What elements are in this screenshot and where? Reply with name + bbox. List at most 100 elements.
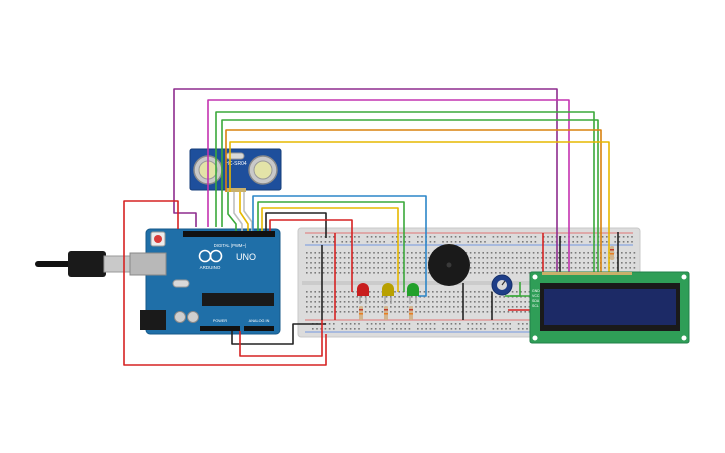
- breadboard-hole: [517, 323, 520, 325]
- breadboard-hole: [562, 257, 564, 259]
- breadboard-hole: [318, 267, 321, 269]
- lcd-screen[interactable]: [544, 289, 676, 325]
- wire-red-5v-arduino[interactable]: [146, 200, 179, 229]
- lcd-mount-hole-tl: [532, 274, 538, 280]
- breadboard-hole: [406, 306, 409, 308]
- breadboard-hole: [419, 306, 421, 308]
- yellow-led[interactable]: [382, 283, 394, 304]
- breadboard-hole: [459, 323, 461, 325]
- breadboard-hole: [509, 328, 511, 330]
- red-led-body[interactable]: [357, 283, 369, 296]
- breadboard-hole: [601, 241, 604, 243]
- breadboard-hole: [343, 272, 346, 274]
- wire-sensor-trig[interactable]: [233, 192, 243, 231]
- resistor-red-led[interactable]: [359, 306, 363, 320]
- breadboard-hole: [478, 291, 480, 293]
- breadboard-hole: [394, 311, 396, 313]
- wire-black-gnd-top[interactable]: [265, 212, 327, 238]
- breadboard-hole: [433, 241, 436, 243]
- wire-sensor-vcc[interactable]: [227, 192, 237, 231]
- breadboard-hole: [507, 262, 510, 264]
- lcd-pin-header: [542, 272, 632, 275]
- breadboard-hole: [348, 262, 350, 264]
- wire-magenta[interactable]: [207, 99, 570, 272]
- breadboard-hole: [324, 241, 327, 243]
- breadboard-hole: [524, 291, 526, 293]
- breadboard-hole: [375, 241, 377, 243]
- resistor-yellow-led[interactable]: [384, 306, 388, 320]
- wire-red-5v[interactable]: [123, 200, 327, 366]
- breadboard-hole: [390, 257, 392, 259]
- breadboard-hole: [327, 252, 329, 254]
- wire-green-short[interactable]: [221, 119, 599, 272]
- breadboard-hole: [343, 257, 346, 259]
- breadboard-hole: [454, 241, 457, 243]
- green-led-body[interactable]: [407, 283, 419, 296]
- breadboard-hole: [427, 272, 430, 274]
- breadboard-hole: [345, 328, 348, 330]
- breadboard-hole: [495, 301, 497, 303]
- breadboard-hole: [316, 236, 318, 238]
- breadboard-hole: [474, 252, 476, 254]
- breadboard-hole: [612, 262, 615, 264]
- crystal-oscillator: [172, 279, 190, 288]
- breadboard-hole: [444, 306, 447, 308]
- arduino-model-label: UNO: [236, 252, 256, 262]
- breadboard-hole: [335, 267, 337, 269]
- wire-green-long[interactable]: [215, 111, 595, 272]
- breadboard-hole: [448, 296, 451, 298]
- breadboard-hole: [589, 241, 591, 243]
- reset-button-cap[interactable]: [154, 235, 162, 243]
- wire-yellow-led[interactable]: [261, 207, 399, 292]
- wire-black-gnd-bottom[interactable]: [231, 323, 326, 345]
- breadboard-hole: [469, 301, 472, 303]
- breadboard-hole: [328, 323, 331, 325]
- wire-sensor-gnd[interactable]: [243, 192, 253, 231]
- breadboard-hole: [379, 241, 381, 243]
- resistor-lcd[interactable]: [610, 246, 614, 260]
- potentiometer[interactable]: [491, 274, 513, 296]
- breadboard-hole: [322, 267, 325, 269]
- red-led[interactable]: [357, 283, 369, 304]
- breadboard-hole: [320, 241, 322, 243]
- usb-cable: [35, 251, 133, 277]
- breadboard-hole: [335, 252, 337, 254]
- arduino-brand-label: ARDUINO: [200, 265, 221, 270]
- breadboard-hole: [469, 262, 472, 264]
- breadboard-hole: [509, 323, 511, 325]
- breadboard-hole: [339, 262, 342, 264]
- analog-header-label: ANALOG IN: [249, 319, 270, 323]
- wire-yellow-long[interactable]: [229, 141, 610, 272]
- wire-orange[interactable]: [225, 129, 602, 272]
- wire-sensor-echo[interactable]: [239, 192, 249, 231]
- breadboard-hole: [356, 301, 358, 303]
- breadboard-hole: [327, 267, 329, 269]
- wire-red-power-rail[interactable]: [239, 320, 323, 357]
- breadboard-hole: [478, 272, 480, 274]
- breadboard-hole: [604, 267, 606, 269]
- wire-blue-buzzer[interactable]: [252, 195, 427, 297]
- breadboard-hole: [356, 296, 358, 298]
- breadboard-hole: [516, 262, 518, 264]
- breadboard-hole: [333, 323, 335, 325]
- wire-red-led[interactable]: [269, 219, 353, 292]
- breadboard-hole: [360, 252, 363, 254]
- breadboard-hole: [587, 262, 589, 264]
- breadboard-hole: [385, 301, 388, 303]
- breadboard-hole: [335, 311, 337, 313]
- breadboard-hole: [511, 272, 514, 274]
- breadboard-hole: [486, 291, 489, 293]
- breadboard-hole: [306, 291, 308, 293]
- breadboard-hole: [465, 252, 468, 254]
- breadboard-hole: [381, 267, 384, 269]
- piezo-buzzer[interactable]: [428, 244, 470, 286]
- wire-green-led[interactable]: [257, 201, 405, 292]
- resistor-green-led[interactable]: [409, 306, 413, 320]
- breadboard-hole: [545, 267, 547, 269]
- breadboard-hole: [421, 323, 423, 325]
- yellow-led-body[interactable]: [382, 283, 394, 296]
- breadboard-hole: [478, 301, 480, 303]
- breadboard-hole: [436, 306, 438, 308]
- breadboard-hole: [417, 323, 419, 325]
- green-led[interactable]: [407, 283, 419, 304]
